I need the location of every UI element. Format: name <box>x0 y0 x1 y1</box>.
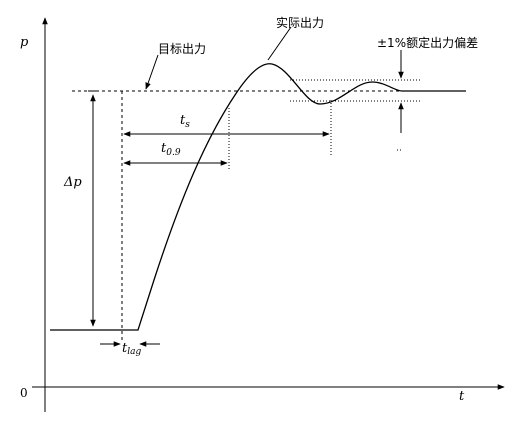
t09-label: t0.9 <box>161 141 181 158</box>
ts-subscript: s <box>185 120 190 130</box>
actual-output-label: 实际出力 <box>276 15 324 30</box>
t09-subscript: 0.9 <box>166 148 181 158</box>
ts-label: ts <box>180 113 190 130</box>
tdelay-label: tlag <box>122 341 141 357</box>
tdelay-subscript: lag <box>127 347 141 357</box>
delta-p-label: Δp <box>63 175 82 190</box>
actual-pointer-line <box>267 26 292 61</box>
origin-label: 0 <box>20 386 28 400</box>
target-pointer-line <box>145 54 159 90</box>
target-output-label: 目标出力 <box>158 42 206 56</box>
tolerance-label: ±1%额定出力偏差 <box>377 35 478 50</box>
x-axis-label: t <box>459 389 465 404</box>
y-axis-label: p <box>20 35 29 50</box>
actual-output-curve <box>50 63 466 331</box>
